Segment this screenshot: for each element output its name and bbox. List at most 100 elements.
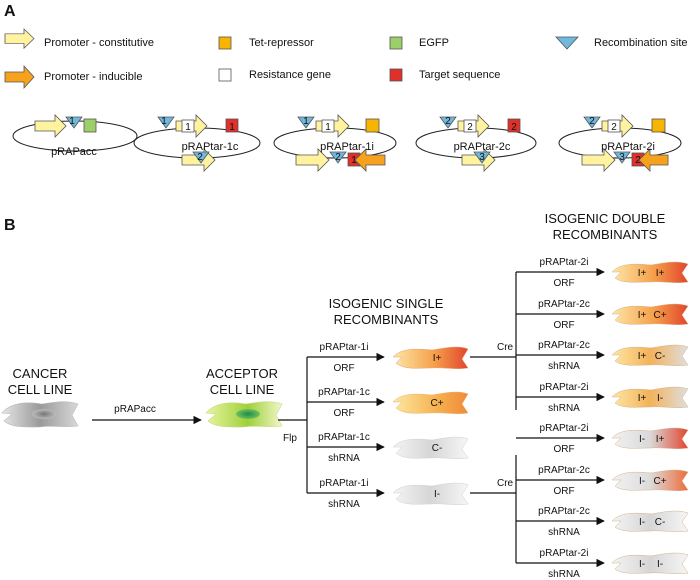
double-row: pRAPtar-2c shRNA I+ C- — [516, 340, 689, 372]
panel-label-a: A — [4, 3, 16, 20]
legend-label: Resistance gene — [249, 69, 331, 81]
plasmid-name: pRAPacc — [51, 146, 97, 158]
single-row: pRAPtar-1c shRNA C- — [307, 432, 469, 464]
row-type: ORF — [553, 444, 574, 455]
site-number: 1 — [69, 116, 75, 127]
cancer-label-line2: CELL LINE — [8, 382, 73, 397]
cell-label-second: I- — [657, 393, 663, 404]
cell — [611, 552, 689, 574]
cell-label-first: I- — [639, 434, 645, 445]
cell-label-second: C- — [655, 351, 666, 362]
cell-label-first: I+ — [638, 393, 647, 404]
cell — [392, 436, 469, 459]
cre-label-top: Cre — [497, 342, 514, 353]
cell-label-first: I- — [639, 559, 645, 570]
row-plasmid: pRAPtar-2c — [538, 340, 590, 351]
row-plasmid: pRAPtar-2c — [538, 465, 590, 476]
plasmid-name: pRAPtar-1c — [182, 141, 239, 153]
row-type: shRNA — [548, 527, 580, 538]
plasmid-pRAPacc: 1 pRAPacc — [12, 114, 138, 158]
row-type: shRNA — [548, 569, 580, 580]
double-heading-line1: ISOGENIC DOUBLE — [545, 211, 666, 226]
legend: Promoter - constitutive Promoter - induc… — [4, 28, 688, 90]
row-plasmid: pRAPtar-2i — [540, 382, 589, 393]
single-row: pRAPtar-1i shRNA I- — [307, 478, 469, 510]
row-plasmid: pRAPtar-2i — [540, 423, 589, 434]
row-type: ORF — [333, 408, 354, 419]
cancer-cell-nucleus — [32, 409, 56, 419]
site-number: 2 — [445, 116, 451, 127]
row-type: ORF — [553, 486, 574, 497]
cell — [611, 469, 689, 491]
cell — [611, 261, 689, 283]
row-plasmid: pRAPtar-2i — [540, 257, 589, 268]
cancer-label-line1: CANCER — [13, 366, 68, 381]
acceptor-label-line2: CELL LINE — [210, 382, 275, 397]
row-type: ORF — [333, 363, 354, 374]
site-number: 2 — [335, 152, 341, 163]
acceptor-cell-line: ACCEPTOR CELL LINE — [205, 366, 283, 428]
legend-promoter-inducible: Promoter - inducible — [4, 64, 142, 90]
plasmid-pRAPtar-1c: 1 1 1 2 pRAPtar-1c — [133, 114, 261, 172]
row-type: ORF — [553, 320, 574, 331]
acceptor-label-line1: ACCEPTOR — [206, 366, 278, 381]
cell — [611, 386, 689, 408]
site-number: 3 — [479, 152, 485, 163]
cell-label-first: I+ — [638, 351, 647, 362]
legend-egfp: EGFP — [389, 36, 449, 50]
site-number: 1 — [325, 122, 331, 133]
legend-tet-repressor: Tet-repressor — [218, 36, 314, 50]
cell — [392, 391, 469, 414]
double-rows: pRAPtar-2iORFI+I+pRAPtar-2cORFI+C+pRAPta… — [516, 257, 689, 580]
flp-label: Flp — [283, 433, 297, 444]
site-number: 2 — [197, 152, 203, 163]
cell-label-second: I+ — [656, 268, 665, 279]
cancer-cell-line: CANCER CELL LINE — [1, 366, 79, 428]
site-number: 2 — [589, 116, 595, 127]
site-number: 1 — [185, 122, 191, 133]
site-number: 1 — [351, 155, 357, 166]
plasmid-name: pRAPtar-1i — [320, 141, 374, 153]
row-plasmid: pRAPtar-2c — [538, 299, 590, 310]
legend-label: Target sequence — [419, 69, 500, 81]
row-plasmid: pRAPtar-1c — [318, 432, 370, 443]
plasmid-pRAPtar-2c: 2 2 2 3 pRAPtar-2c — [415, 114, 537, 172]
site-number: 2 — [467, 122, 473, 133]
single-heading: ISOGENIC SINGLE RECOMBINANTS — [329, 296, 444, 327]
row-type: shRNA — [328, 499, 360, 510]
double-heading-line2: RECOMBINANTS — [553, 227, 658, 242]
legend-promoter-constitutive: Promoter - constitutive — [4, 28, 154, 50]
legend-resistance-gene: Resistance gene — [218, 68, 331, 82]
single-row: pRAPtar-1i ORF I+ — [307, 342, 469, 374]
cell — [392, 346, 469, 369]
site-number: 2 — [635, 155, 641, 166]
row-plasmid: pRAPtar-2c — [538, 506, 590, 517]
site-number: 1 — [229, 122, 235, 133]
cell-label-first: I- — [639, 517, 645, 528]
panel-label-b: B — [4, 217, 16, 234]
row-type: shRNA — [548, 361, 580, 372]
row-plasmid: pRAPtar-1c — [318, 387, 370, 398]
single-row: pRAPtar-1c ORF C+ — [307, 387, 469, 419]
cell-label-second: I- — [657, 559, 663, 570]
row-plasmid: pRAPtar-1i — [320, 478, 369, 489]
plasmid-pRAPtar-2i: 2 2 3 2 pRAPtar-2i — [558, 114, 682, 172]
legend-label: Recombination site — [594, 37, 688, 49]
row-type: ORF — [553, 278, 574, 289]
legend-recombination-site: Recombination site — [555, 36, 688, 50]
cell-label: I- — [434, 489, 440, 500]
site-number: 2 — [511, 122, 517, 133]
legend-label: Promoter - inducible — [44, 71, 142, 83]
cell — [611, 303, 689, 325]
row-type: shRNA — [328, 453, 360, 464]
cell-label: C- — [432, 443, 443, 454]
cell — [392, 482, 469, 505]
cell-label-first: I+ — [638, 268, 647, 279]
cell-label: C+ — [430, 398, 443, 409]
cell-label-second: C- — [655, 517, 666, 528]
